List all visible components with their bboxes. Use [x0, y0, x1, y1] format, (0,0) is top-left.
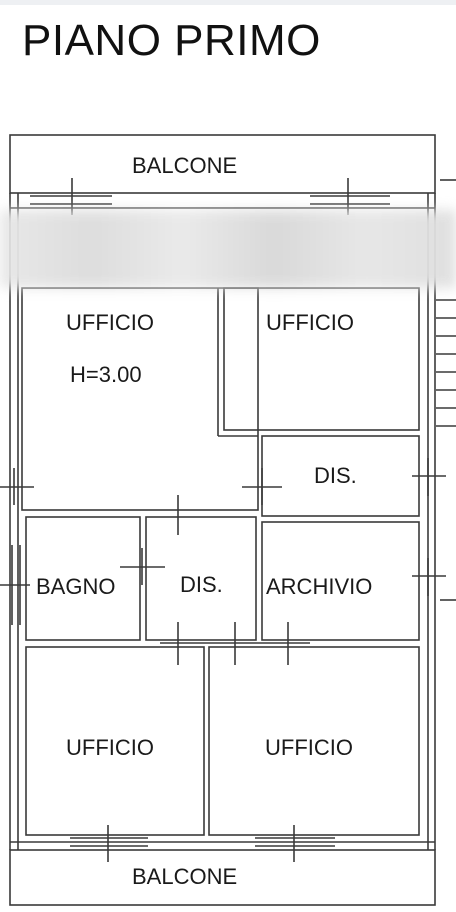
label-ufficio-bottom-left: UFFICIO [66, 735, 154, 760]
label-balcone-bottom: BALCONE [132, 864, 238, 889]
blurred-watermark-band [0, 210, 456, 288]
label-ufficio-bottom-right: UFFICIO [265, 735, 353, 760]
balcony-top-outline [9, 134, 436, 194]
room-archivio [261, 521, 420, 641]
room-dis-center [145, 516, 257, 641]
label-archivio: ARCHIVIO [266, 574, 373, 599]
label-ufficio-top-left: UFFICIO [66, 310, 154, 335]
label-dis-right: DIS. [314, 463, 357, 488]
top-strip [0, 0, 456, 5]
label-height: H=3.00 [70, 362, 142, 387]
plan-title: PIANO PRIMO [22, 16, 321, 65]
room-ufficio-top-left [21, 287, 259, 511]
room-ufficio-top-right [223, 287, 420, 431]
label-dis-center: DIS. [180, 572, 223, 597]
room-bagno [25, 516, 141, 641]
label-ufficio-top-right: UFFICIO [266, 310, 354, 335]
label-bagno: BAGNO [36, 574, 116, 599]
room-ufficio-bottom-left [25, 646, 205, 836]
room-ufficio-bottom-right [208, 646, 420, 836]
balcony-bottom-outline [9, 849, 436, 906]
label-balcone-top: BALCONE [132, 153, 238, 178]
